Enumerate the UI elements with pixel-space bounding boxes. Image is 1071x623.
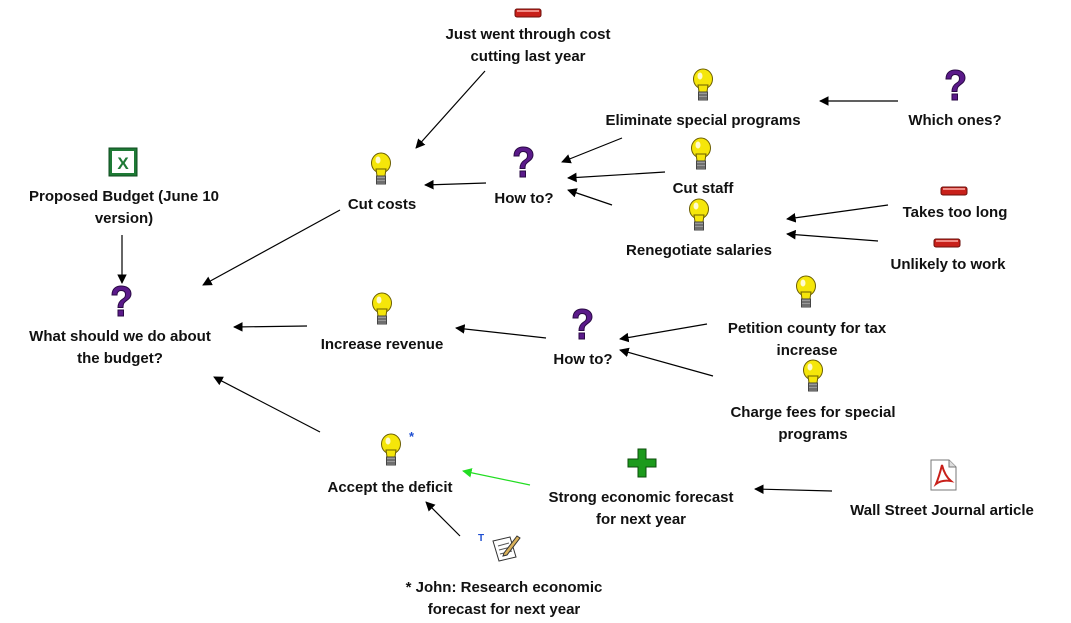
node-label: Wall Street Journal article [850, 500, 1034, 522]
node-label-line: Proposed Budget (June 10 [28, 188, 220, 205]
edge-unlikely-to-renegotiate [786, 229, 879, 242]
node-label-line: forecast for next year [427, 601, 581, 618]
node-label: What should we do about the budget? [29, 326, 211, 370]
edge-cut_cost_con-to-cut_costs [415, 70, 486, 149]
node-label-line: Eliminate special programs [605, 112, 801, 129]
edge-how_to_revenue-to-increase_revenue [455, 324, 547, 339]
node-label: How to? [494, 188, 553, 210]
node-label-line: Unlikely to work [890, 256, 1006, 273]
con-minus-icon[interactable] [933, 235, 961, 253]
node-label: Charge fees for special programs [730, 402, 895, 446]
node-label: * John: Research economic forecast for ne… [406, 577, 603, 621]
idea-bulb-icon[interactable] [380, 433, 402, 474]
edge-strong_forecast-to-accept_deficit [462, 468, 531, 486]
node-label-line: Increase revenue [320, 336, 444, 353]
edge-renegotiate-to-how_to_cut [567, 188, 613, 206]
node-label-line: Charge fees for special [730, 404, 896, 421]
node-label: Cut staff [673, 178, 734, 200]
node-label: Which ones? [908, 110, 1001, 132]
node-label-line: Which ones? [908, 112, 1002, 129]
edge-petition_county-to-how_to_revenue [619, 323, 708, 343]
edge-wsj_article-to-strong_forecast [754, 484, 833, 495]
node-label-line: Renegotiate salaries [626, 242, 772, 259]
node-label: Just went through cost cutting last year [446, 24, 611, 68]
idea-bulb-icon[interactable] [370, 152, 392, 193]
node-label: Petition county for tax increase [728, 318, 886, 362]
node-label-line: version) [94, 210, 154, 227]
node-label-line: Takes too long [902, 204, 1008, 221]
node-label-line: * John: Research economic [405, 579, 603, 596]
node-label: Increase revenue [321, 334, 444, 356]
node-label-line: Cut staff [672, 180, 734, 197]
idea-bulb-icon[interactable] [692, 68, 714, 109]
pro-plus-icon[interactable] [627, 448, 657, 483]
node-label-line: the budget? [77, 350, 163, 367]
edge-takes_too_long-to-renegotiate [786, 204, 889, 223]
idea-bulb-icon[interactable] [795, 275, 817, 316]
excel-file-icon[interactable]: X [108, 147, 138, 182]
text-marker-t: T [478, 533, 485, 544]
node-label-line: Strong economic forecast [548, 489, 734, 506]
node-label-line: programs [778, 426, 848, 443]
node-label-line: Cut costs [347, 196, 417, 213]
idea-bulb-icon[interactable] [802, 359, 824, 400]
note-pencil-icon[interactable] [490, 533, 522, 568]
svg-text:X: X [117, 154, 129, 173]
node-label-line: Petition county for tax [727, 320, 887, 337]
question-icon[interactable] [569, 308, 595, 347]
edge-john_note-to-accept_deficit [425, 501, 461, 537]
edge-cut_costs-to-central_question [202, 209, 341, 286]
idea-bulb-icon[interactable] [371, 292, 393, 333]
edge-how_to_cut-to-cut_costs [424, 179, 487, 190]
node-label-line: Wall Street Journal article [850, 502, 1034, 519]
node-label: Renegotiate salaries [626, 240, 772, 262]
node-label-line: for next year [595, 511, 687, 528]
node-label-line: How to? [494, 190, 554, 207]
con-minus-icon[interactable] [940, 183, 968, 201]
node-label-line: Just went through cost [445, 26, 611, 43]
edge-accept_deficit-to-central_question [213, 376, 321, 433]
question-icon[interactable] [942, 69, 968, 108]
node-label-line: increase [776, 342, 838, 359]
task-marker-asterisk: * [409, 429, 415, 444]
question-icon[interactable] [108, 285, 134, 324]
node-label-line: What should we do about [29, 328, 211, 345]
node-label: How to? [553, 349, 612, 371]
node-label-line: How to? [553, 351, 613, 368]
node-label: Strong economic forecast for next year [548, 487, 733, 531]
edge-layer [117, 70, 898, 537]
node-label: Eliminate special programs [605, 110, 800, 132]
node-label: Unlikely to work [890, 254, 1005, 276]
edge-eliminate_programs-to-how_to_cut [561, 137, 623, 164]
node-label-line: Accept the deficit [327, 479, 453, 496]
node-label: Proposed Budget (June 10 version) [29, 186, 219, 230]
edge-charge_fees-to-how_to_revenue [619, 347, 714, 377]
idea-bulb-icon[interactable] [688, 198, 710, 239]
node-label: Accept the deficit [327, 477, 452, 499]
edge-increase_revenue-to-central_question [233, 322, 308, 332]
node-label-line: cutting last year [470, 48, 586, 65]
con-minus-icon[interactable] [514, 5, 542, 23]
idea-bulb-icon[interactable] [690, 137, 712, 178]
node-label: Cut costs [348, 194, 416, 216]
edge-cut_staff-to-how_to_cut [567, 171, 666, 183]
pdf-file-icon[interactable] [929, 459, 957, 496]
question-icon[interactable] [510, 146, 536, 185]
node-label: Takes too long [903, 202, 1008, 224]
